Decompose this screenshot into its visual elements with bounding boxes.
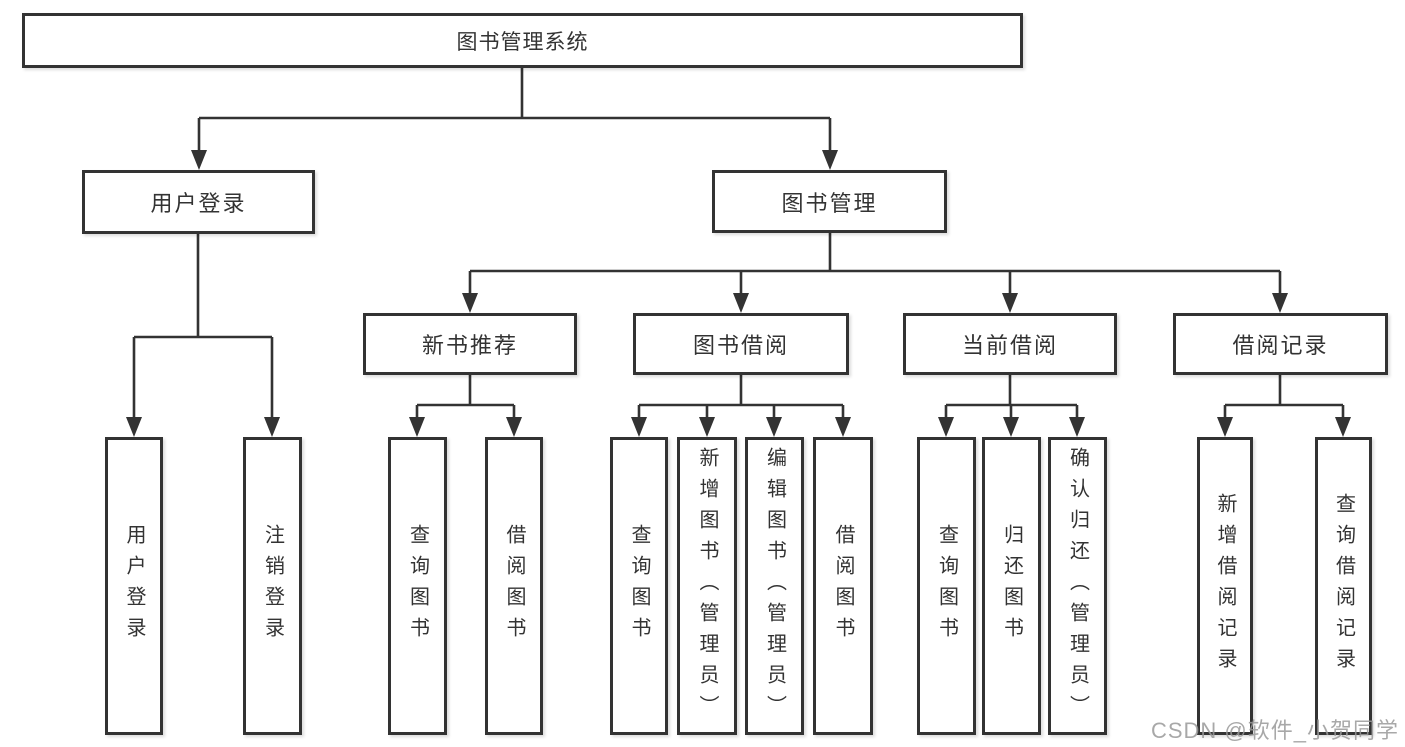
connector-root	[197, 68, 832, 153]
leaf-newbook-query-book: 查询图书	[388, 437, 447, 735]
connector-current	[944, 375, 1079, 421]
node-new-book-recommend: 新书推荐	[363, 313, 577, 375]
leaf-current-confirm-return-admin-label: 确认归还（管理员）	[1066, 446, 1089, 726]
leaf-user-login-label: 用户登录	[123, 524, 145, 648]
arrowhead	[1335, 417, 1351, 437]
node-book-management: 图书管理	[712, 170, 947, 233]
connector-newbook	[415, 375, 516, 421]
leaf-newbook-borrow-book: 借阅图书	[485, 437, 543, 735]
leaf-user-login: 用户登录	[105, 437, 163, 735]
leaf-current-query-book-label: 查询图书	[935, 524, 958, 648]
node-user-login-label: 用户登录	[150, 191, 247, 216]
leaf-borrow-borrow-book-label: 借阅图书	[832, 524, 854, 648]
connector-record	[1223, 375, 1345, 421]
leaf-logout-login: 注销登录	[243, 437, 302, 735]
node-new-book-recommend-label: 新书推荐	[421, 333, 518, 358]
arrowhead	[733, 293, 749, 313]
node-current-borrow: 当前借阅	[903, 313, 1117, 375]
node-current-borrow-label: 当前借阅	[961, 333, 1058, 358]
leaf-current-query-book: 查询图书	[917, 437, 976, 735]
leaf-current-return-book-label: 归还图书	[1000, 524, 1023, 648]
leaf-record-add-record: 新增借阅记录	[1197, 437, 1253, 735]
connector-login	[132, 234, 274, 421]
leaf-record-add-record-label: 新增借阅记录	[1214, 493, 1236, 679]
leaf-logout-login-label: 注销登录	[261, 524, 284, 648]
node-book-borrow-label: 图书借阅	[692, 333, 789, 358]
arrowhead	[1217, 417, 1233, 437]
leaf-newbook-borrow-book-label: 借阅图书	[503, 524, 525, 648]
node-book-management-label: 图书管理	[781, 190, 878, 216]
arrowhead	[126, 417, 142, 437]
arrowhead	[766, 417, 782, 437]
csdn-watermark: CSDN @软件_小贺同学	[1150, 718, 1399, 743]
arrowhead	[191, 150, 207, 170]
arrowhead	[1002, 293, 1018, 313]
node-book-borrow: 图书借阅	[633, 313, 849, 375]
arrowhead	[631, 417, 647, 437]
arrowhead	[1069, 417, 1085, 437]
arrowhead	[1272, 293, 1288, 313]
leaf-record-query-record-label: 查询借阅记录	[1332, 493, 1355, 679]
leaf-borrow-query-book-label: 查询图书	[628, 524, 650, 648]
leaf-newbook-query-book-label: 查询图书	[406, 524, 429, 648]
arrowhead	[506, 417, 522, 437]
node-borrow-record: 借阅记录	[1173, 313, 1388, 375]
connector-mgmt	[468, 233, 1282, 297]
arrowhead	[699, 417, 715, 437]
leaf-borrow-query-book: 查询图书	[610, 437, 668, 735]
leaf-current-return-book: 归还图书	[982, 437, 1041, 735]
arrowhead	[1003, 417, 1019, 437]
leaf-borrow-add-book-admin-label: 新增图书（管理员）	[696, 446, 718, 726]
arrowhead	[938, 417, 954, 437]
leaf-borrow-add-book-admin: 新增图书（管理员）	[677, 437, 737, 735]
node-root: 图书管理系统	[22, 13, 1023, 68]
node-root-label: 图书管理系统	[456, 30, 589, 54]
arrowhead	[835, 417, 851, 437]
node-user-login: 用户登录	[82, 170, 315, 234]
node-borrow-record-label: 借阅记录	[1232, 333, 1329, 358]
arrowhead	[462, 293, 478, 313]
leaf-record-query-record: 查询借阅记录	[1315, 437, 1372, 735]
leaf-borrow-edit-book-admin: 编辑图书（管理员）	[745, 437, 804, 735]
connector-bookborrow	[637, 375, 845, 421]
arrowhead	[822, 150, 838, 170]
leaf-borrow-edit-book-admin-label: 编辑图书（管理员）	[763, 446, 786, 726]
arrowhead	[264, 417, 280, 437]
leaf-current-confirm-return-admin: 确认归还（管理员）	[1048, 437, 1107, 735]
arrowhead	[409, 417, 425, 437]
leaf-borrow-borrow-book: 借阅图书	[813, 437, 873, 735]
